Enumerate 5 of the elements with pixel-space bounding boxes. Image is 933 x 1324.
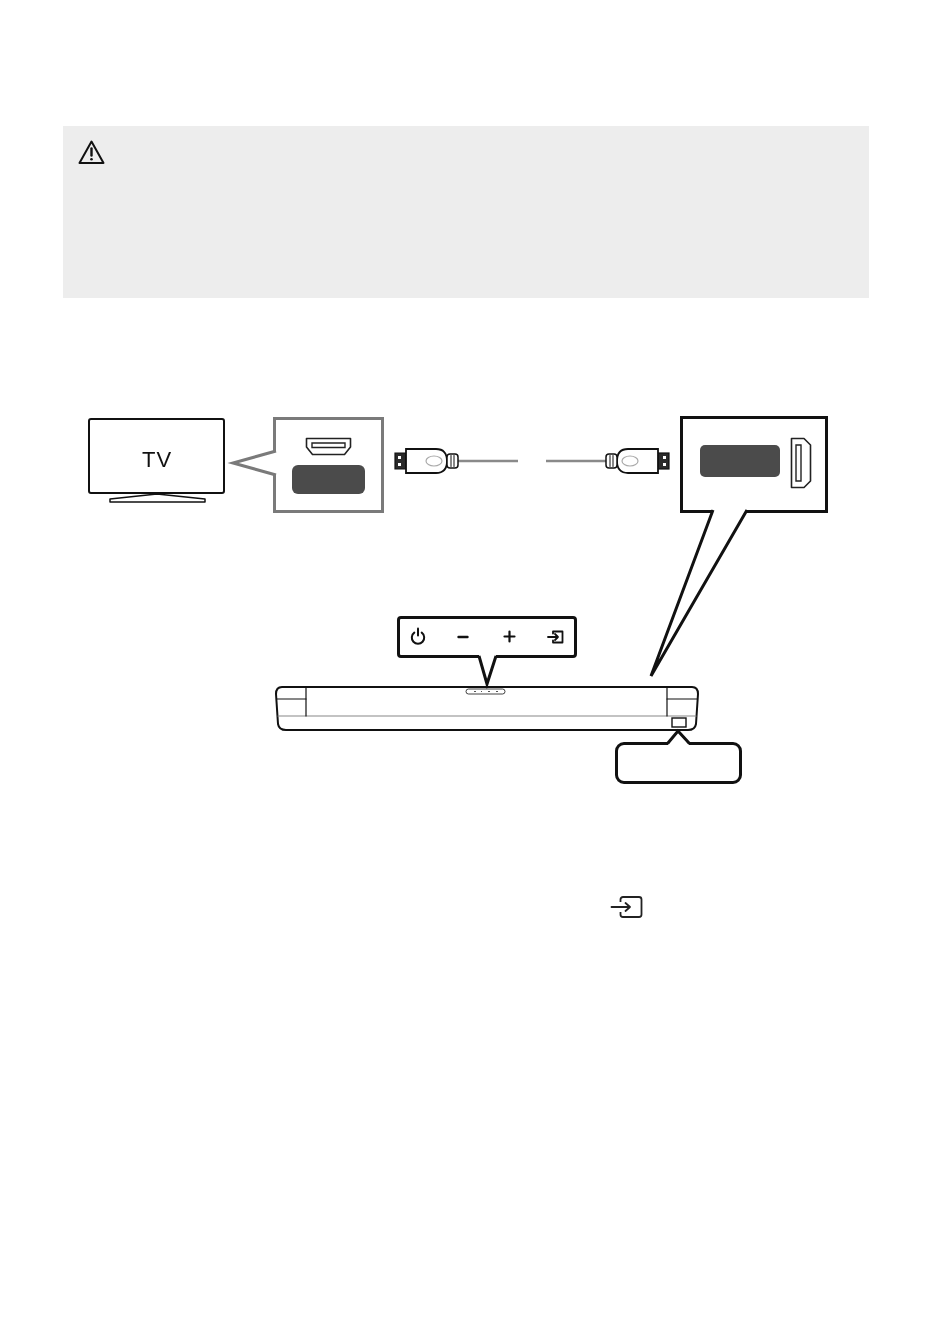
port-callout [680, 416, 828, 513]
port-callout [273, 417, 384, 513]
label-plate [292, 465, 365, 494]
label-plate [700, 445, 780, 477]
tv-label: TV [141, 447, 173, 473]
